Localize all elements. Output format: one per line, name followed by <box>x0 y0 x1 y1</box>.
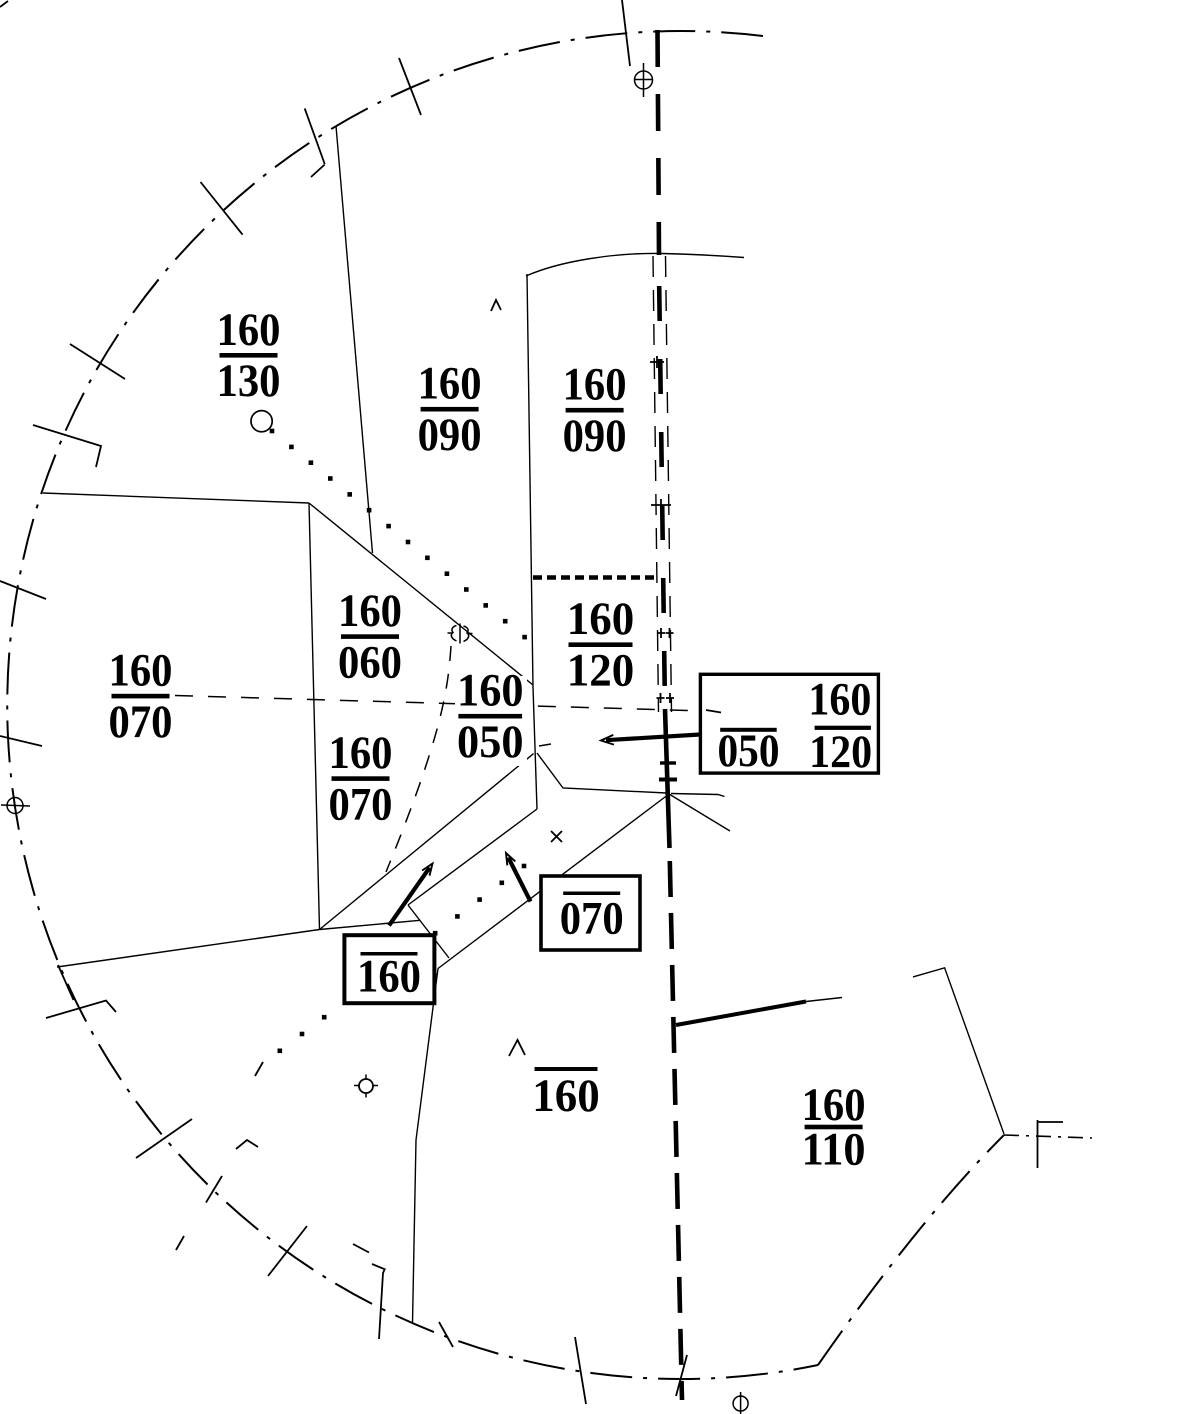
svg-text:070: 070 <box>329 779 393 830</box>
svg-text:070: 070 <box>560 894 624 945</box>
svg-text:160: 160 <box>338 586 402 637</box>
svg-text:160: 160 <box>808 675 871 726</box>
svg-text:160: 160 <box>457 666 524 717</box>
svg-text:160: 160 <box>563 360 627 411</box>
svg-text:090: 090 <box>418 410 482 461</box>
svg-text:070: 070 <box>109 697 173 748</box>
svg-text:120: 120 <box>809 727 872 778</box>
svg-text:130: 130 <box>217 356 281 407</box>
svg-text:090: 090 <box>563 411 627 462</box>
svg-text:160: 160 <box>357 952 421 1003</box>
svg-text:110: 110 <box>802 1125 866 1176</box>
svg-text:050: 050 <box>718 726 780 777</box>
svg-text:160: 160 <box>802 1080 866 1131</box>
svg-text:160: 160 <box>532 1071 600 1122</box>
svg-text:060: 060 <box>338 637 402 688</box>
svg-text:160: 160 <box>567 594 635 645</box>
svg-text:160: 160 <box>217 305 281 356</box>
svg-text:160: 160 <box>329 728 393 779</box>
svg-text:120: 120 <box>567 646 635 697</box>
svg-text:050: 050 <box>457 717 524 768</box>
svg-text:160: 160 <box>109 646 173 697</box>
svg-text:160: 160 <box>418 359 482 410</box>
